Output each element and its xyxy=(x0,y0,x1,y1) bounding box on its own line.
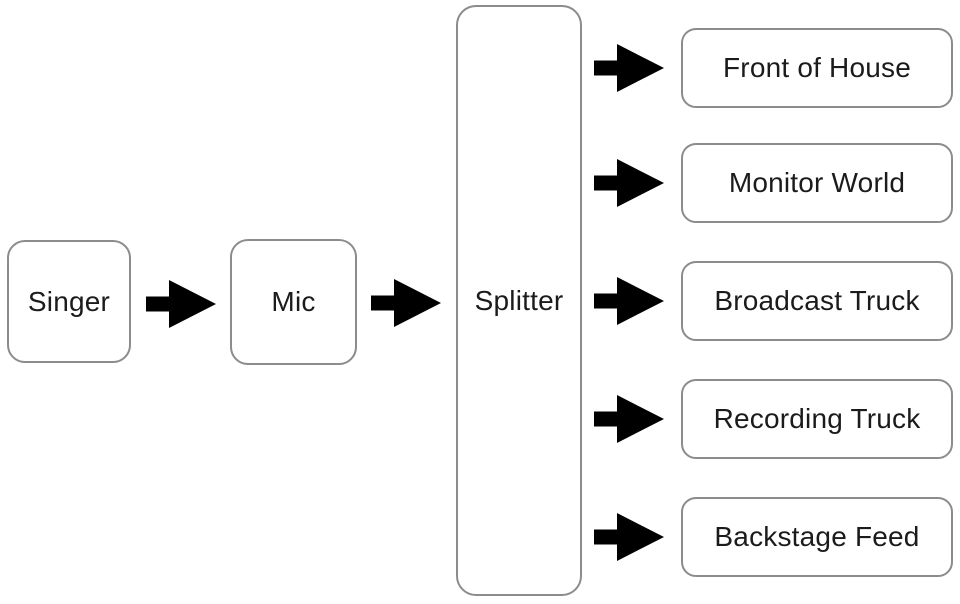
node-splitter: Splitter xyxy=(456,5,582,596)
node-front-of-house-label: Front of House xyxy=(723,52,911,83)
node-backstage-feed: Backstage Feed xyxy=(681,497,953,577)
node-mic: Mic xyxy=(230,239,357,365)
node-backstage-feed-label: Backstage Feed xyxy=(714,521,920,552)
node-singer: Singer xyxy=(7,240,131,363)
node-recording-truck: Recording Truck xyxy=(681,379,953,459)
arrow-right-icon xyxy=(594,43,664,93)
arrow-right-icon xyxy=(371,278,441,328)
arrow-right-icon xyxy=(594,394,664,444)
node-recording-truck-label: Recording Truck xyxy=(713,403,921,434)
node-splitter-label: Splitter xyxy=(474,284,564,316)
node-monitor-world-label: Monitor World xyxy=(728,167,906,198)
arrow-right-icon xyxy=(594,512,664,562)
node-broadcast-truck: Broadcast Truck xyxy=(681,261,953,341)
node-singer-label: Singer xyxy=(27,285,111,317)
node-monitor-world: Monitor World xyxy=(681,143,953,223)
arrow-right-icon xyxy=(146,279,216,329)
node-broadcast-truck-label: Broadcast Truck xyxy=(714,285,920,316)
arrow-right-icon xyxy=(594,276,664,326)
node-front-of-house: Front of House xyxy=(681,28,953,108)
node-mic-label: Mic xyxy=(271,286,316,317)
arrow-right-icon xyxy=(594,158,664,208)
